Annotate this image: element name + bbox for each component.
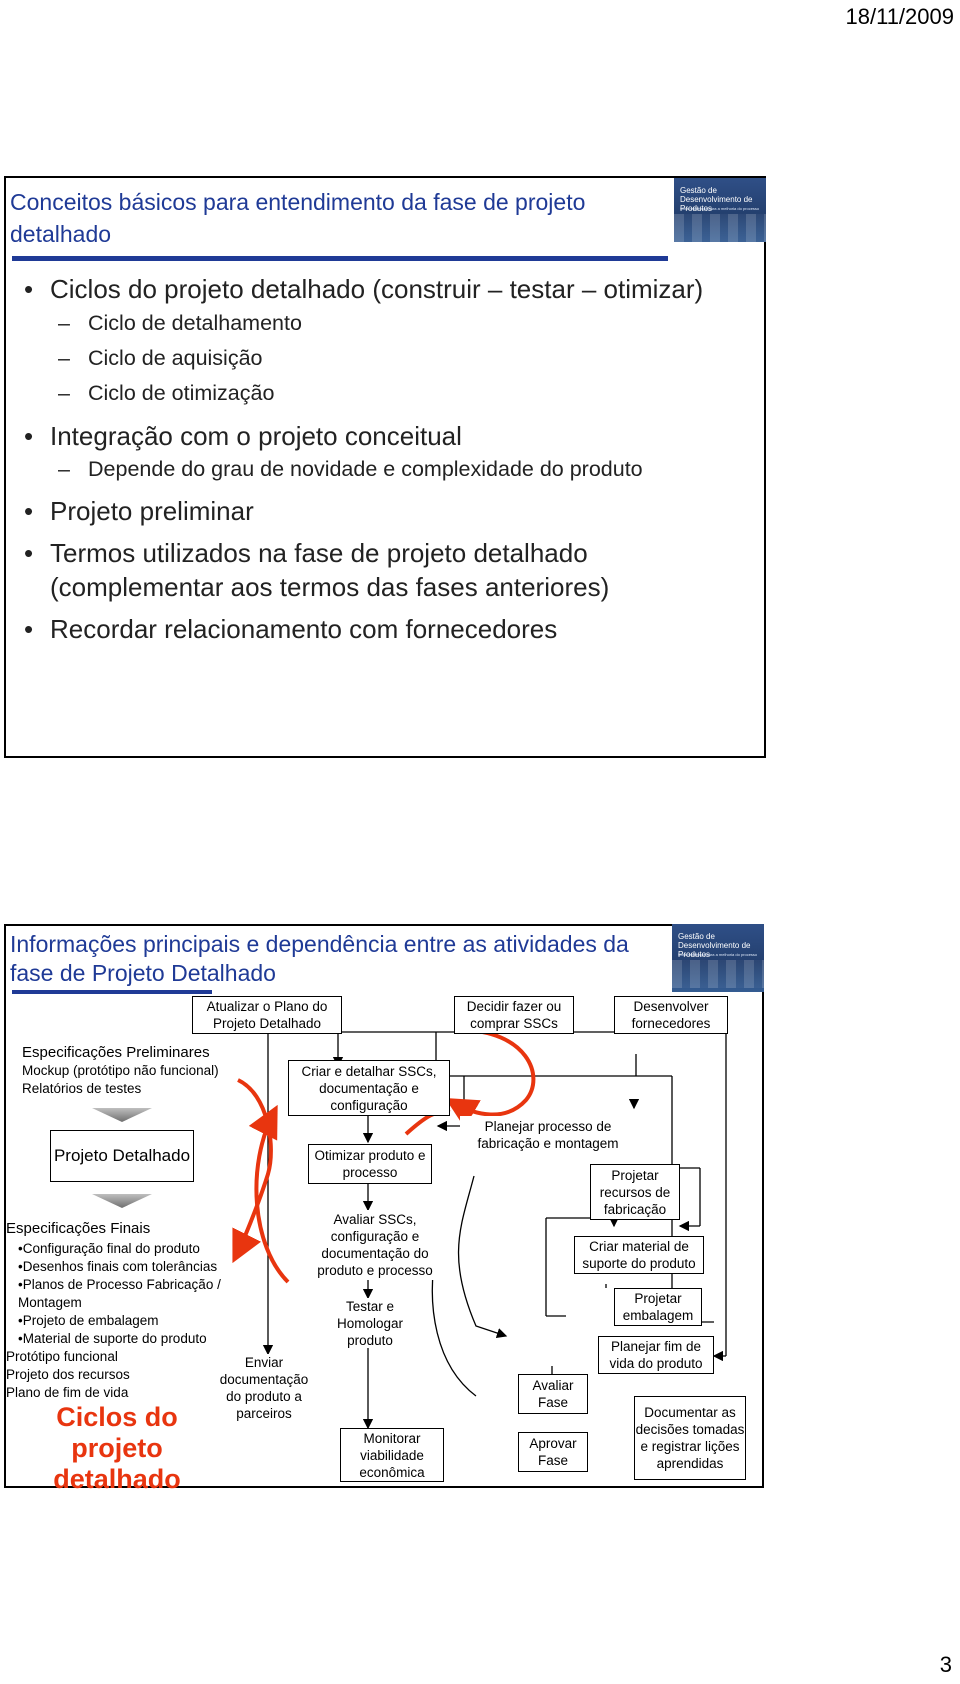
box-atualizar-plano: Atualizar o Plano do Projeto Detalhado (192, 996, 342, 1034)
final-spec-item: Montagem (18, 1295, 82, 1310)
extra-item: Projeto dos recursos (6, 1367, 130, 1382)
bullet-item: •Ciclos do projeto detalhado (construir … (24, 274, 704, 304)
box-aprovar-fase: Aprovar Fase (518, 1432, 588, 1472)
box-avaliar-sscs: Avaliar SSCs, configuração e documentaçã… (308, 1210, 442, 1280)
relatorios-line: Relatórios de testes (22, 1081, 142, 1096)
title-underline (12, 256, 668, 261)
header-date: 18/11/2009 (845, 4, 954, 29)
bullet-item: •Recordar relacionamento com fornecedore… (24, 614, 558, 644)
logo-line-1: Gestão de (680, 186, 717, 195)
logo-image (674, 214, 766, 242)
sub-bullet-item: –Ciclo de otimização (58, 381, 275, 405)
mockup-line: Mockup (protótipo não funcional) (22, 1063, 219, 1078)
box-enviar-documentacao: Enviar documentação do produto a parceir… (212, 1354, 316, 1422)
slide-1-title: Conceitos básicos para entendimento da f… (10, 189, 586, 247)
gdp-logo: Gestão de Desenvolvimento de Produtos Um… (674, 178, 766, 242)
slide-1: Conceitos básicos para entendimento da f… (4, 176, 766, 758)
logo-line-2: Desenvolvimento de Produtos (680, 195, 753, 213)
box-planejar-processo: Planejar processo de fabricação e montag… (460, 1116, 636, 1154)
box-planejar-fim-vida: Planejar fim de vida do produto (598, 1336, 714, 1374)
box-criar-material-suporte: Criar material de suporte do produto (574, 1236, 704, 1274)
box-otimizar: Otimizar produto e processo (308, 1144, 432, 1184)
box-desenvolver-fornecedores: Desenvolver fornecedores (614, 996, 728, 1034)
down-arrow-shape (92, 1194, 152, 1208)
bullet-item: •Integração com o projeto conceitual (24, 421, 462, 451)
especificacoes-preliminares-heading: Especificações Preliminares (22, 1044, 210, 1061)
final-spec-item: •Material de suporte do produto (18, 1331, 207, 1346)
logo-tagline: Uma referência para a melhoria do proces… (678, 952, 758, 957)
gdp-logo: Gestão de Desenvolvimento de Produtos Um… (672, 924, 764, 992)
box-documentar-decisoes: Documentar as decisões tomadas e registr… (634, 1396, 746, 1480)
logo-line-1: Gestão de (678, 932, 715, 941)
box-avaliar-fase: Avaliar Fase (518, 1374, 588, 1414)
especificacoes-finais-heading: Especificações Finais (6, 1220, 151, 1237)
extra-item: Protótipo funcional (6, 1349, 118, 1364)
sub-bullet-item: –Ciclo de detalhamento (58, 311, 302, 335)
final-spec-item: •Desenhos finais com tolerâncias (18, 1259, 218, 1274)
bullet-item: •Projeto preliminar (24, 496, 254, 526)
projeto-detalhado-box: Projeto Detalhado (50, 1130, 194, 1182)
slide-2-title: Informações principais e dependência ent… (10, 931, 629, 986)
page-number: 3 (939, 1652, 952, 1677)
box-monitorar-viabilidade: Monitorar viabilidade econômica (340, 1428, 444, 1482)
logo-line-2: Desenvolvimento de Produtos (678, 941, 751, 959)
slide-2: Informações principais e dependência ent… (4, 924, 764, 1494)
logo-tagline: Uma referência para a melhoria do proces… (680, 206, 760, 211)
sub-bullet-item: –Depende do grau de novidade e complexid… (58, 457, 643, 481)
ciclos-label: Ciclos do projeto detalhado (53, 1402, 181, 1494)
box-testar-homologar: Testar e Homologar produto (330, 1298, 410, 1348)
final-spec-item: •Projeto de embalagem (18, 1313, 159, 1328)
box-criar-detalhar-sscs: Criar e detalhar SSCs, documentação e co… (288, 1060, 450, 1116)
box-projetar-recursos: Projetar recursos de fabricação (590, 1164, 680, 1220)
down-arrow-shape (92, 1108, 152, 1122)
sub-bullet-item: –Ciclo de aquisição (58, 346, 263, 370)
box-projetar-embalagem: Projetar embalagem (614, 1288, 702, 1326)
extra-item: Plano de fim de vida (6, 1385, 129, 1400)
box-decidir-fazer-comprar: Decidir fazer ou comprar SSCs (454, 996, 574, 1034)
bullet-list: •Ciclos do projeto detalhado (construir … (16, 264, 736, 646)
final-spec-item: •Planos de Processo Fabricação / (18, 1277, 221, 1292)
logo-image (672, 960, 764, 988)
title-underline (12, 990, 212, 994)
bullet-item: •Termos utilizados na fase de projeto de… (24, 538, 610, 602)
final-spec-item: •Configuração final do produto (18, 1241, 200, 1256)
